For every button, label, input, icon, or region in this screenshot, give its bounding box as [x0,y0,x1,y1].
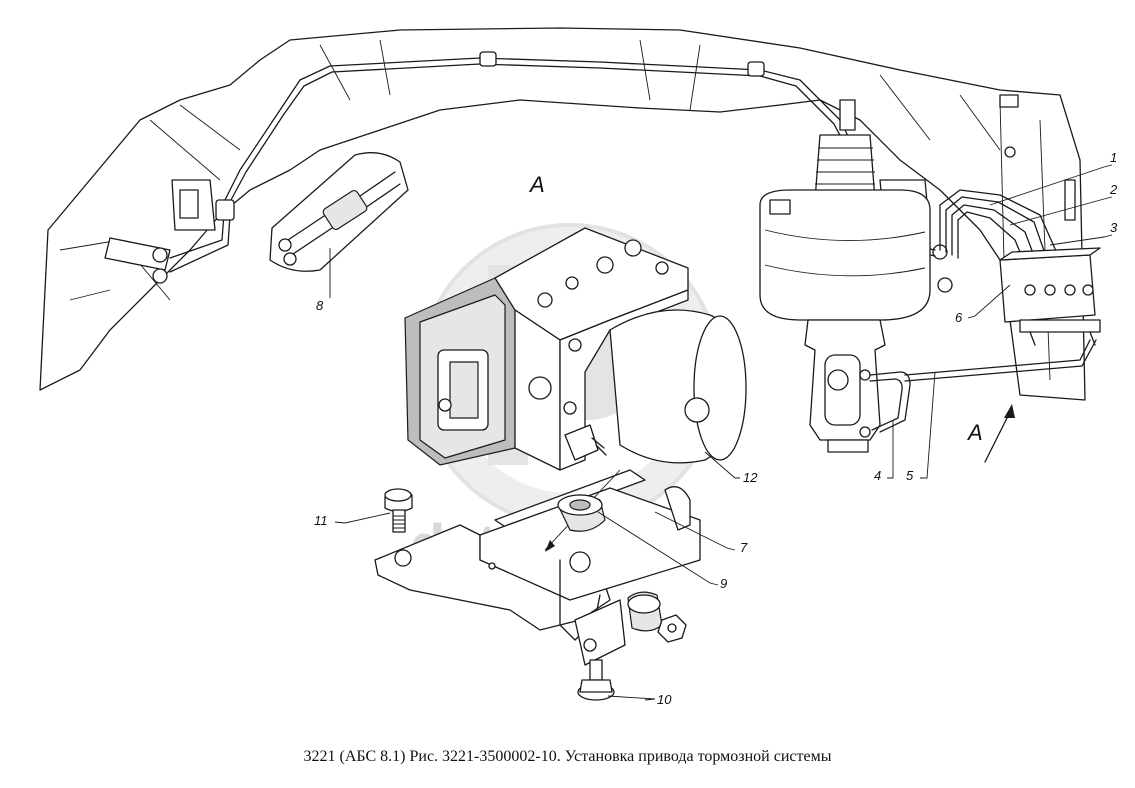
callout-7: 7 [740,540,748,555]
flange-nut [577,659,615,701]
callout-3: 3 [1110,220,1118,235]
inset-tube-connector [269,152,409,298]
callout-11: 11 [314,513,328,528]
view-arrow: А [966,404,1015,463]
callout-9: 9 [720,576,727,591]
abs-hydraulic-unit [404,227,747,471]
callout-5: 5 [906,468,914,483]
tube-bundle [939,189,1101,346]
bushing-and-nut [627,591,687,643]
bolt [384,488,413,533]
callout-2: 2 [1109,182,1118,197]
callout-10: 10 [657,692,672,707]
view-arrow-label: А [966,420,983,445]
callout-labels: 1 2 3 4 5 6 7 8 9 10 11 12 [314,150,1118,707]
callout-1: 1 [1110,150,1117,165]
leader-lines [334,164,1113,701]
view-label: А [528,172,545,197]
grommet [557,494,606,532]
callout-8: 8 [316,298,324,313]
figure-caption: 3221 (АБС 8.1) Рис. 3221-3500002-10. Уст… [303,748,832,765]
brake-booster [759,99,1097,453]
callout-6: 6 [955,310,963,325]
mounting-bracket [374,469,701,666]
callout-4: 4 [874,468,881,483]
callout-12: 12 [743,470,758,485]
